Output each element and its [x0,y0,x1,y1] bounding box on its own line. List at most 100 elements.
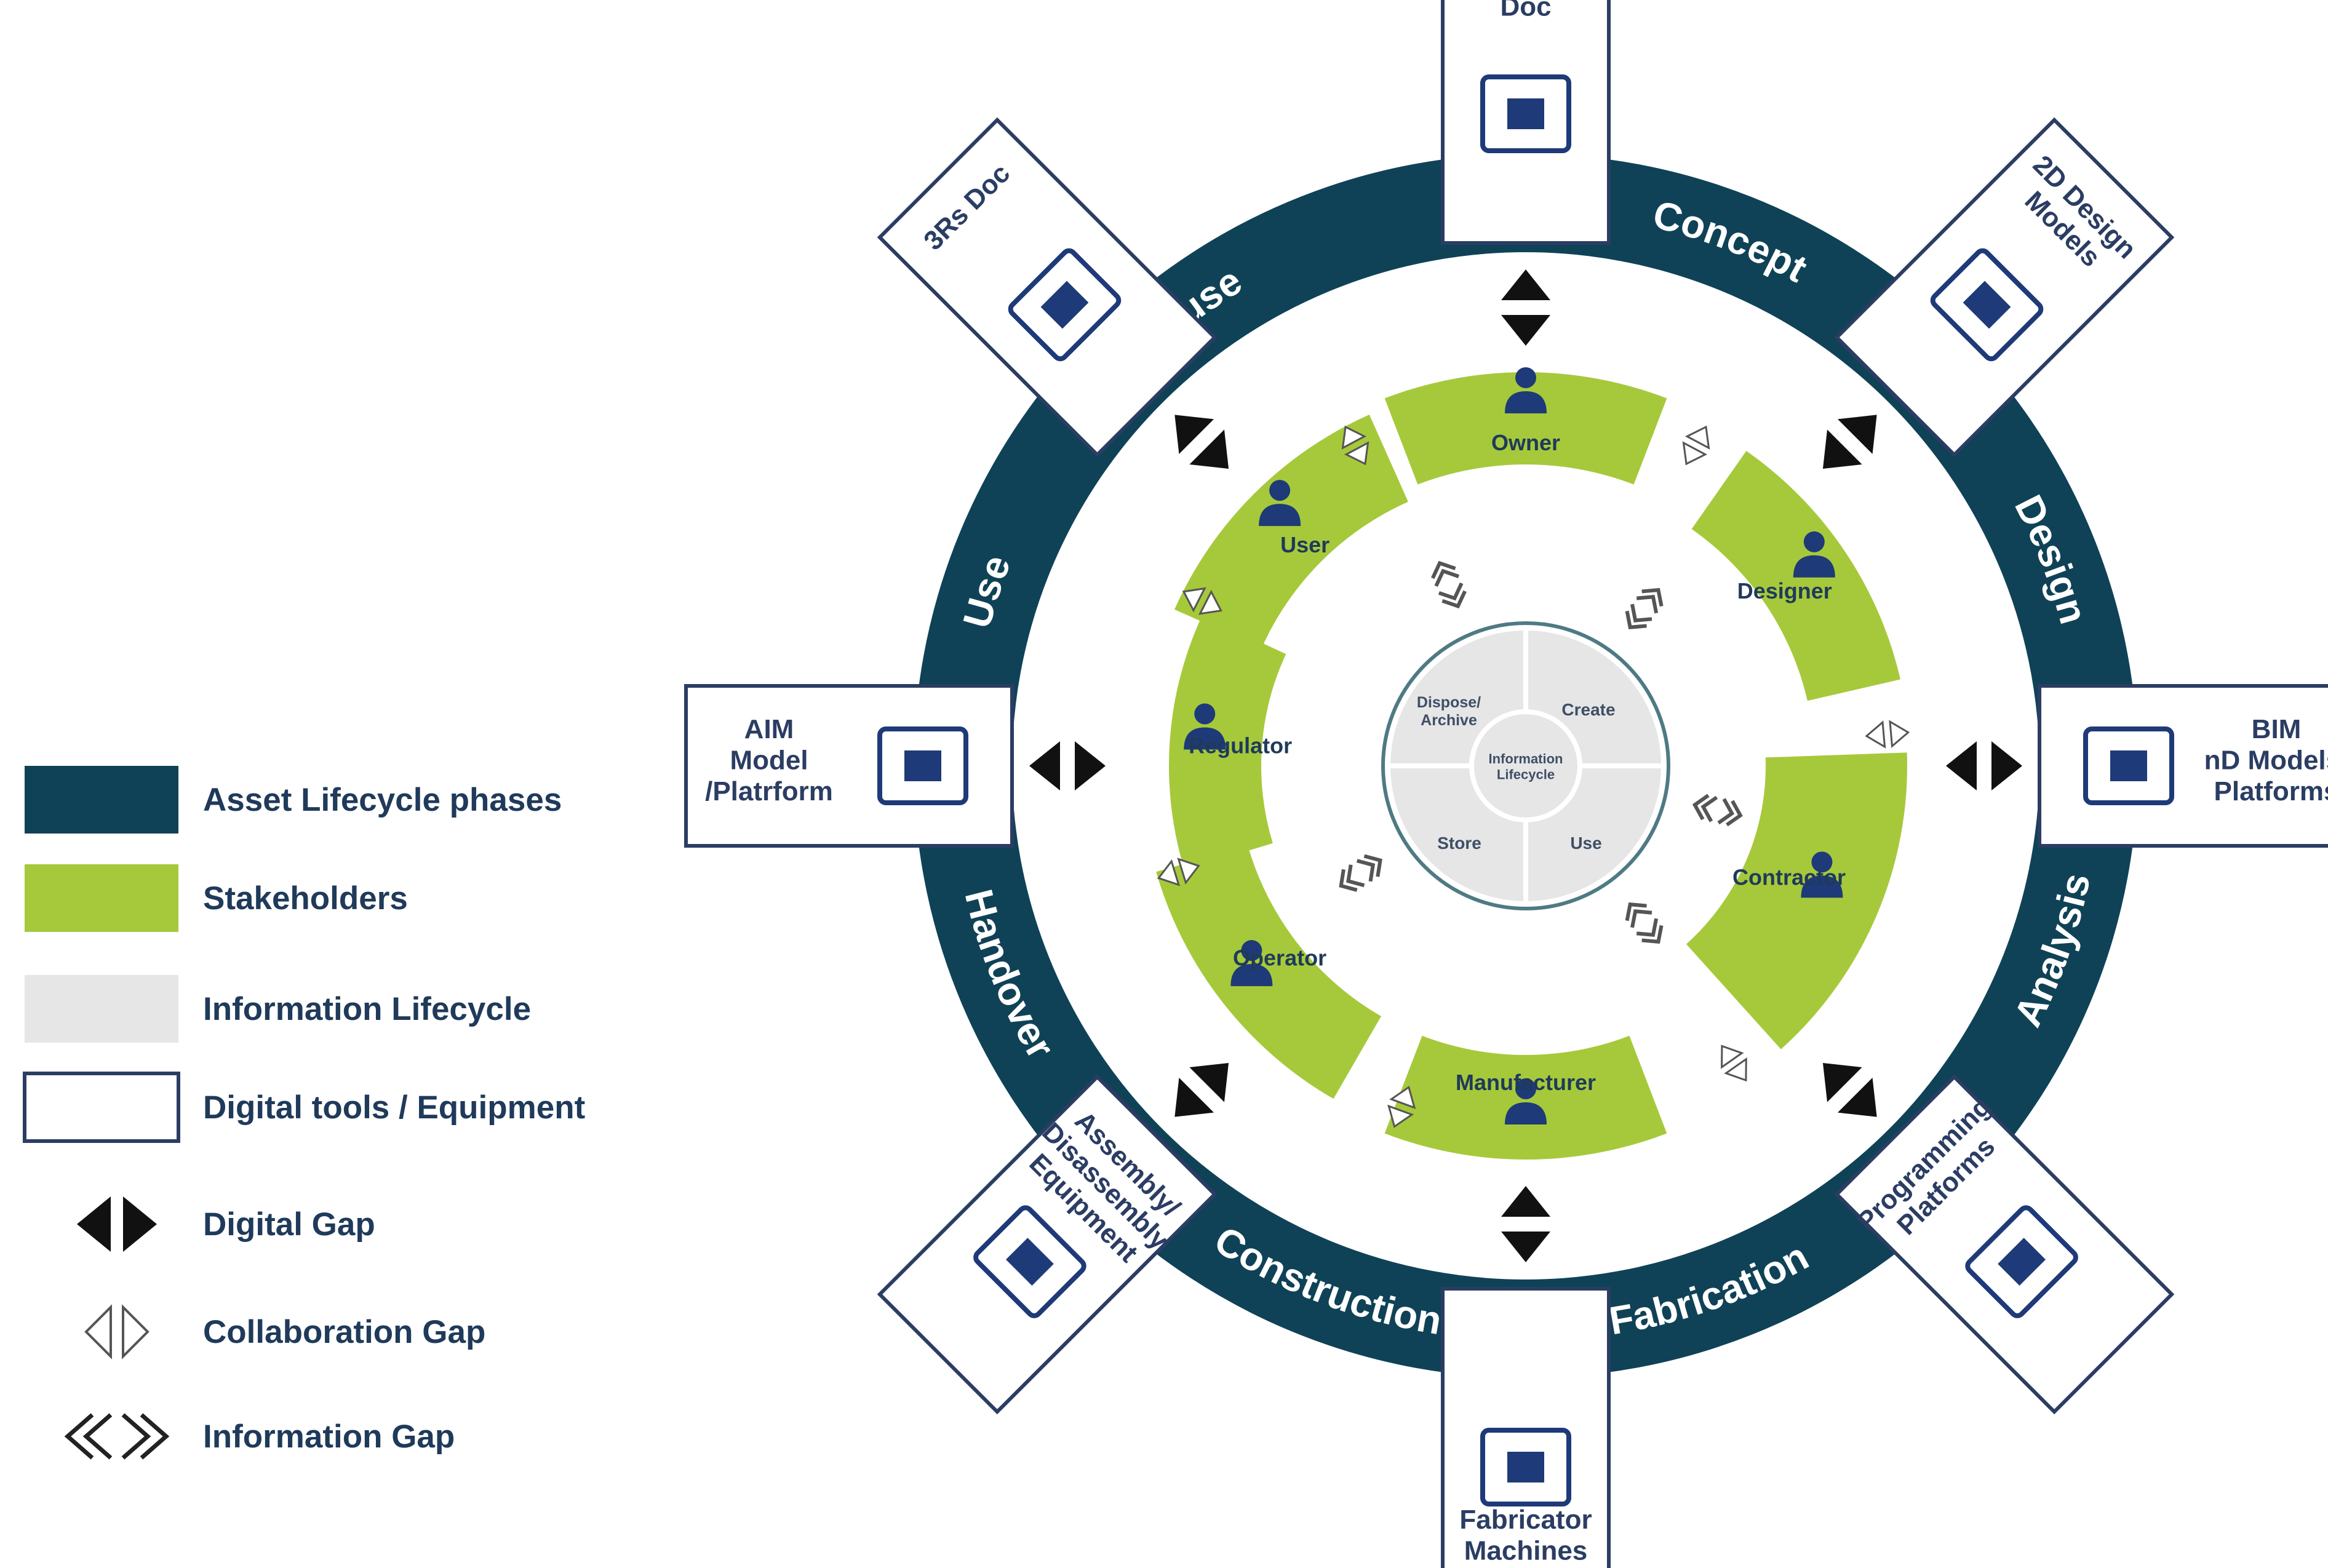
gap-markers [1029,269,2022,1262]
information-gap-icon [64,1413,170,1460]
tool-box [684,684,1014,848]
legend-label: Digital Gap [203,1206,375,1243]
information-gap-icon [1625,587,1664,630]
legend-swatch [25,766,178,834]
collaboration-gap-icon [1182,587,1222,615]
stakeholder-label: Operator [1233,945,1326,970]
info-quadrant-store: Store [1437,834,1481,853]
tool-assembly: Assembly/DisassemblyEquipment [877,1074,1218,1415]
cube-monitor-icon [2083,726,2174,805]
digital-gap-icon [1946,741,2022,790]
stakeholder-manufacturer: Manufacturer [1384,1035,1667,1160]
legend-swatch [25,975,178,1043]
tool-box [1834,1074,2175,1415]
person-icon [1801,851,1843,898]
circuit-cube-icon [877,726,968,805]
stakeholder-label: Owner [1491,430,1560,455]
stakeholder-contractor: Contractor [1686,752,1908,1049]
info-quadrant-create: Create [1561,700,1615,719]
person-icon [1184,703,1226,750]
collaboration-gap-icon [1721,1045,1747,1082]
tool-3rs-doc: 3Rs Doc [877,117,1218,458]
legend-label: Digital tools / Equipment [203,1089,585,1126]
recycle-document-icon [1008,248,1122,362]
legend-item-digital-gap-icon: Digital Gap [77,1196,375,1252]
legend-label: Asset Lifecycle phases [203,782,562,818]
digital-gap-icon [1174,1062,1229,1117]
legend-item-information-gap-icon: Information Gap [64,1413,455,1460]
person-icon [1793,531,1835,578]
information-gap-icon [1625,902,1664,944]
person-icon [1505,367,1547,413]
stakeholder-label: Manufacturer [1456,1070,1596,1095]
stakeholder-regulator: Regulator [1168,615,1292,870]
stakeholder-label: User [1280,532,1329,557]
digital-gap-icon [1501,1186,1550,1262]
information-gap-icon [1692,794,1743,827]
tool-programming: ProgrammingPlatforms [1834,1074,2175,1415]
stakeholder-segment [1174,415,1408,648]
robot-arm-icon [973,1205,1086,1318]
tool-box [1834,117,2175,458]
stakeholder-owner: Owner [1384,367,1667,485]
stakeholder-segment [1686,752,1908,1049]
legend-item-collaboration-gap-icon: Collaboration Gap [84,1304,485,1359]
checklist-document-icon [1480,74,1571,153]
stakeholder-segment [1168,615,1286,870]
person-icon [1230,940,1273,987]
digital-gap-icon [1501,269,1550,346]
information-gap-icon [1431,560,1467,609]
information-gap-icon [1339,854,1382,892]
digital-gap-icon [1822,1062,1877,1117]
legend-item-swatch-grey: Information Lifecycle [25,975,531,1043]
stakeholder-operator: Operator [1156,845,1381,1099]
tool-box [877,117,1218,458]
legend-label: Stakeholders [203,880,408,917]
legend-label: Information Lifecycle [203,991,531,1027]
info-lifecycle-center [1469,709,1582,822]
info-quadrant-use: Use [1570,834,1601,853]
stakeholder-label: Regulator [1189,733,1292,758]
stakeholder-user: User [1174,415,1408,648]
stakeholder-segment [1384,372,1667,485]
legend-item-swatch-dark: Asset Lifecycle phases [25,766,562,834]
legend-swatch [23,1072,180,1143]
code-window-icon [1965,1205,2078,1318]
collaboration-gap-icon [1865,720,1910,749]
digital-gap-icon [1174,415,1229,469]
tool-box [877,1074,1218,1415]
digital-gap-icon [1029,741,1106,790]
legend-item-swatch-outline: Digital tools / Equipment [23,1072,585,1143]
tool-2d-design: 2D DesignModels [1834,117,2175,458]
collaboration-gap-icon [84,1304,149,1359]
collaboration-gap-icon [1341,425,1369,466]
digital-gap-icon [77,1196,157,1252]
legend-item-swatch-green: Stakeholders [25,864,408,932]
info-quadrant-dispose: Dispose/Archive [1417,694,1481,729]
legend-label: Collaboration Gap [203,1314,485,1350]
tool-label: ReqDoc [1500,0,1551,22]
stakeholder-label: Contractor [1732,865,1846,890]
collaboration-gap-icon [1157,858,1200,886]
stakeholder-designer: Designer [1691,451,1900,701]
tool-req-doc: ReqDoc [1441,0,1611,245]
digital-gap-icon [1822,415,1877,469]
legend-swatch [25,864,178,932]
design-monitor-icon [1930,248,2044,362]
collaboration-gap-icon [1387,1086,1416,1128]
stakeholder-label: Designer [1737,578,1832,603]
person-icon [1259,480,1301,527]
legend-label: Information Gap [203,1419,455,1455]
robotic-arm-icon [1480,1428,1571,1506]
